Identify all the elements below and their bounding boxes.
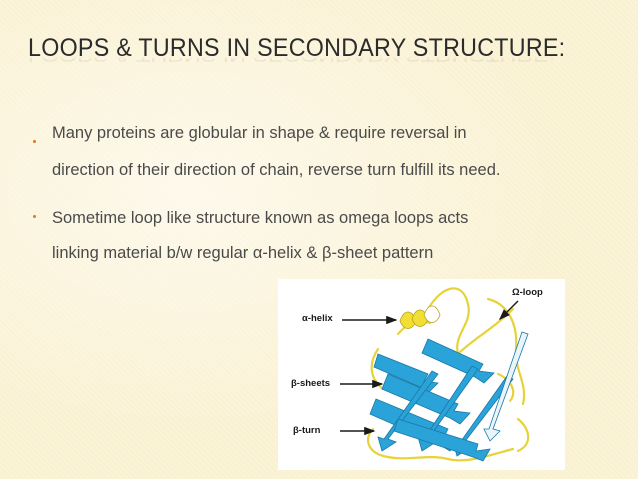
protein-structure-figure: α-helix Ω-loop β-sheets β-turn <box>278 279 565 470</box>
protein-ribbon-diagram <box>340 287 530 462</box>
bullet-1-line-1: Many proteins are globular in shape & re… <box>52 124 467 142</box>
bullet-1-line-2: direction of their direction of chain, r… <box>52 161 501 179</box>
alpha-helix-ribbon <box>399 305 441 329</box>
bullet-2-line-2: linking material b/w regular α-helix & β… <box>52 244 434 262</box>
alpha-helix-label: α-helix <box>302 313 333 324</box>
slide-title-reflection: LOOPS & TURNS IN SECONDARY STRUCTURE: <box>28 56 556 64</box>
beta-sheets-label: β-sheets <box>291 378 331 389</box>
omega-loop-arrow <box>499 300 519 320</box>
slide-title: LOOPS & TURNS IN SECONDARY STRUCTURE: <box>28 34 566 62</box>
annotation-arrows <box>340 300 519 436</box>
bullet-marker-1 <box>33 140 36 143</box>
bullet-2-line-1: Sometime loop like structure known as om… <box>52 209 469 227</box>
title-area: LOOPS & TURNS IN SECONDARY STRUCTURE: LO… <box>28 34 618 78</box>
bullet-marker-2 <box>33 215 36 218</box>
beta-sheet-ribbons <box>369 331 529 462</box>
beta-turn-label: β-turn <box>293 425 321 436</box>
omega-loop-label: Ω-loop <box>512 287 543 298</box>
